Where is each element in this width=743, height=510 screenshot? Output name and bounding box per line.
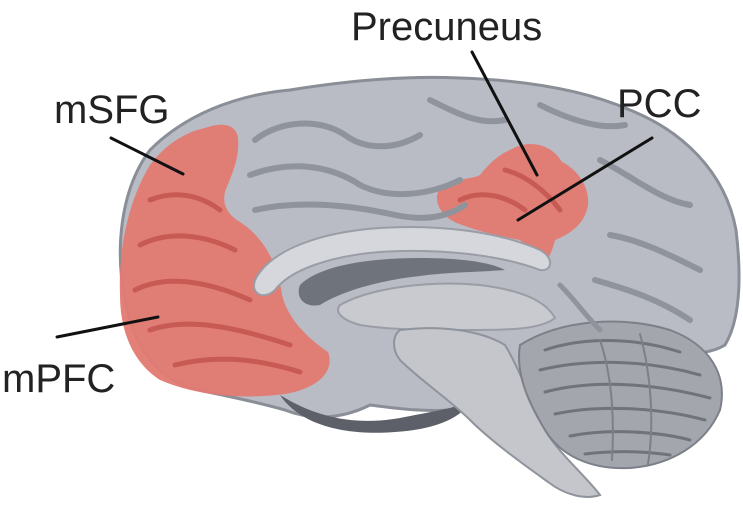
mpfc-label: mPFC — [2, 357, 115, 401]
pcc-label: PCC — [617, 82, 701, 126]
msfg-label: mSFG — [54, 88, 170, 132]
precuneus-label: Precuneus — [351, 5, 542, 49]
